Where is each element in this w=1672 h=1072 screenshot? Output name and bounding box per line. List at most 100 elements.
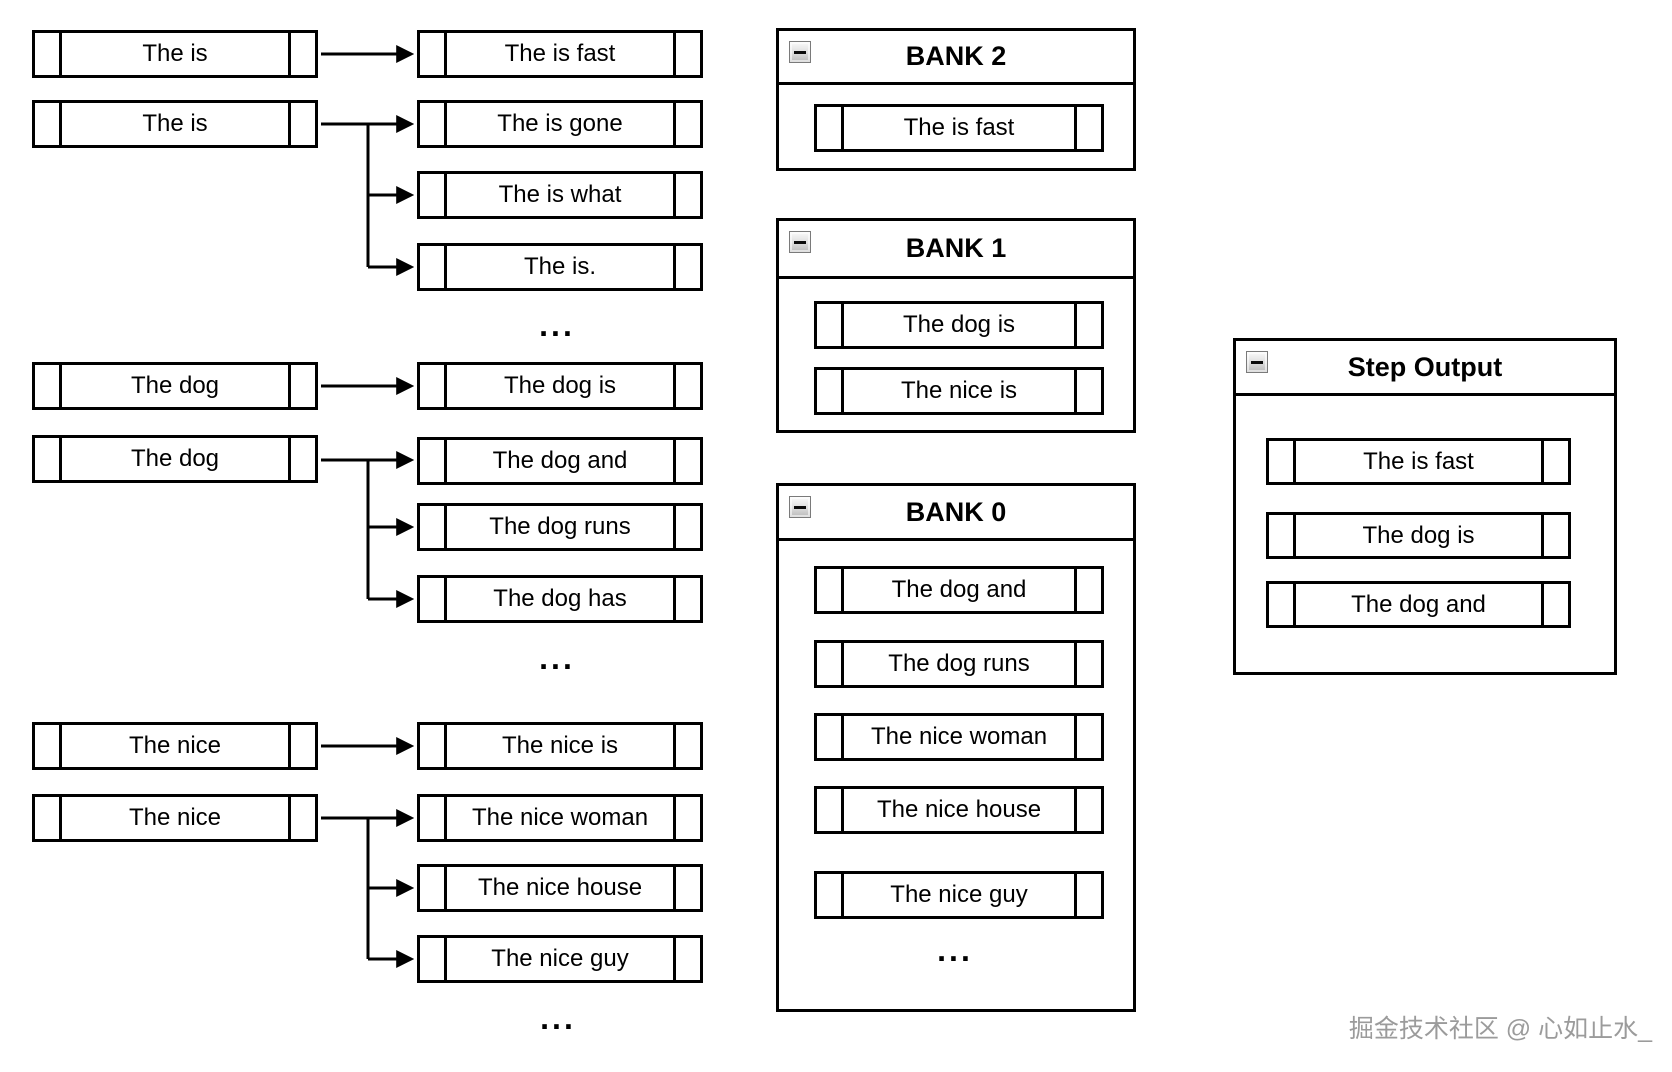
node-port-right — [288, 33, 315, 75]
node-label: The nice — [128, 732, 222, 759]
collapse-minus-icon[interactable] — [1246, 351, 1268, 373]
node-label: The is fast — [504, 40, 616, 67]
bank-item: The nice guy — [814, 871, 1104, 919]
collapse-minus-icon[interactable] — [789, 231, 811, 253]
node-label: The dog and — [492, 447, 628, 474]
node-port-left — [420, 725, 447, 767]
bank-1-container: BANK 1 The dog is The nice is — [776, 218, 1136, 433]
node-port-right — [673, 33, 700, 75]
step-output-title: Step Output — [1236, 341, 1614, 396]
node-port-right — [288, 725, 315, 767]
node-port-left — [420, 440, 447, 482]
bank-2-container: BANK 2 The is fast — [776, 28, 1136, 171]
bank-item: The dog runs — [814, 640, 1104, 688]
node-port-left — [817, 370, 844, 412]
node-label: The dog is — [503, 372, 617, 399]
node-port-left — [420, 246, 447, 288]
bank-item: The dog and — [1266, 581, 1571, 628]
expansion-node-the-nice-is: The nice is — [417, 722, 703, 770]
node-label: The dog runs — [489, 513, 631, 540]
expansion-node-the-is-fast: The is fast — [417, 30, 703, 78]
node-port-right — [1074, 874, 1101, 916]
node-port-right — [673, 174, 700, 216]
collapse-minus-icon[interactable] — [789, 496, 811, 518]
node-port-right — [673, 797, 700, 839]
source-node-the-nice-1: The nice — [32, 722, 318, 770]
node-port-left — [420, 103, 447, 145]
collapse-minus-icon[interactable] — [789, 41, 811, 63]
node-port-left — [1269, 584, 1296, 625]
node-label: The nice guy — [890, 881, 1028, 908]
node-port-right — [673, 867, 700, 909]
node-port-left — [817, 107, 844, 149]
source-node-the-is-2: The is — [32, 100, 318, 148]
node-port-right — [288, 797, 315, 839]
node-label: The dog has — [493, 585, 627, 612]
node-port-right — [1074, 370, 1101, 412]
node-label: The dog and — [1351, 590, 1486, 618]
expansion-node-the-is-period: The is. — [417, 243, 703, 291]
node-port-right — [673, 365, 700, 407]
node-port-left — [817, 643, 844, 685]
node-port-left — [1269, 441, 1296, 482]
step-output-container: Step Output The is fast The dog is The d… — [1233, 338, 1617, 675]
bank-item: The dog is — [1266, 512, 1571, 559]
node-port-right — [673, 506, 700, 548]
node-port-right — [1541, 441, 1568, 482]
node-label: The is fast — [1363, 447, 1474, 475]
node-label: The is — [142, 110, 208, 137]
expansion-node-the-is-gone: The is gone — [417, 100, 703, 148]
node-label: The is. — [523, 253, 597, 280]
ellipsis-group-is: ... — [539, 307, 575, 343]
node-port-left — [420, 506, 447, 548]
node-port-left — [817, 569, 844, 611]
bank-item: The nice house — [814, 786, 1104, 834]
bank-title-label: Step Output — [1347, 351, 1503, 382]
node-port-right — [673, 725, 700, 767]
expansion-node-the-dog-and: The dog and — [417, 437, 703, 485]
node-port-right — [673, 440, 700, 482]
bank-0-container: BANK 0 The dog and The dog runs The nice… — [776, 483, 1136, 1012]
node-port-right — [1541, 584, 1568, 625]
node-label: The nice is — [900, 377, 1018, 404]
node-label: The dog — [130, 372, 220, 399]
node-port-left — [35, 33, 62, 75]
node-label: The nice guy — [491, 945, 629, 972]
node-port-left — [1269, 515, 1296, 556]
minus-glyph — [1251, 360, 1263, 364]
node-label: The nice house — [477, 874, 643, 901]
node-label: The nice is — [501, 732, 619, 759]
node-port-left — [420, 578, 447, 620]
node-label: The dog is — [1362, 521, 1475, 549]
bank-1-title: BANK 1 — [779, 221, 1133, 279]
node-port-right — [673, 246, 700, 288]
node-port-right — [1074, 304, 1101, 346]
node-port-left — [817, 304, 844, 346]
node-port-right — [288, 365, 315, 407]
node-port-right — [673, 938, 700, 980]
node-label: The nice house — [876, 796, 1042, 823]
bank-title-label: BANK 2 — [905, 41, 1007, 71]
node-port-left — [420, 174, 447, 216]
bank-item: The nice is — [814, 367, 1104, 415]
bank-0-title: BANK 0 — [779, 486, 1133, 541]
node-port-left — [420, 797, 447, 839]
node-port-left — [420, 867, 447, 909]
bank-item: The is fast — [1266, 438, 1571, 485]
node-label: The dog runs — [888, 650, 1030, 677]
expansion-node-the-nice-woman: The nice woman — [417, 794, 703, 842]
minus-glyph — [794, 505, 806, 509]
node-port-left — [817, 874, 844, 916]
bank-2-title: BANK 2 — [779, 31, 1133, 85]
node-label: The dog and — [891, 576, 1027, 603]
node-port-right — [1074, 107, 1101, 149]
source-node-the-dog-1: The dog — [32, 362, 318, 410]
source-node-the-nice-2: The nice — [32, 794, 318, 842]
node-label: The is fast — [903, 114, 1015, 141]
ellipsis-group-nice: ... — [540, 1000, 576, 1036]
node-port-left — [817, 789, 844, 831]
node-port-right — [1074, 789, 1101, 831]
bank-item: The dog and — [814, 566, 1104, 614]
ellipsis-group-dog: ... — [539, 640, 575, 676]
